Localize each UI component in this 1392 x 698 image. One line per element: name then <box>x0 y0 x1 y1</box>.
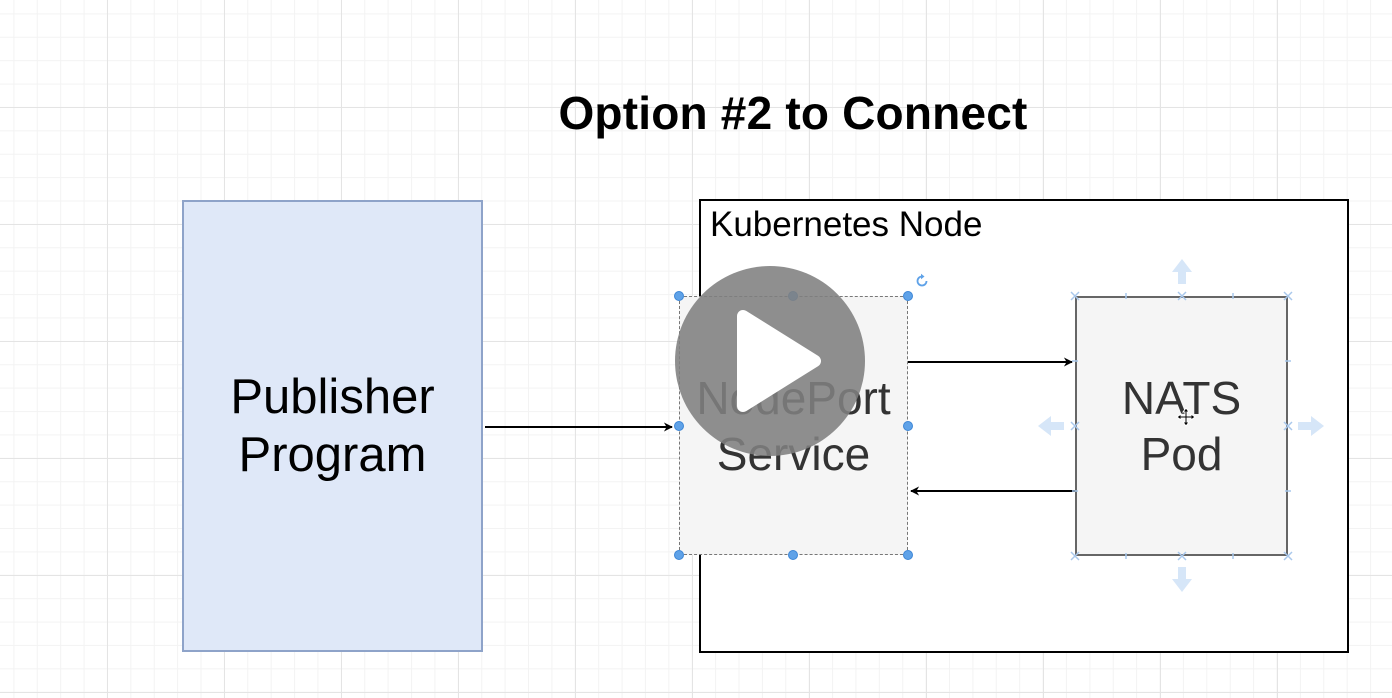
selection-handle-middle-left[interactable] <box>674 421 684 431</box>
play-icon <box>737 310 821 412</box>
selection-handle-middle-right[interactable] <box>903 421 913 431</box>
move-cursor-icon <box>1176 407 1196 427</box>
publisher-program-label: Publisher Program <box>230 370 435 482</box>
rotate-icon[interactable] <box>914 273 930 289</box>
selection-handle-bottom-center[interactable] <box>788 550 798 560</box>
diagram-title: Option #2 to Connect <box>558 87 1028 139</box>
selection-handle-bottom-right[interactable] <box>903 550 913 560</box>
selection-handle-top-right[interactable] <box>903 291 913 301</box>
nats-pod-box[interactable]: NATS Pod <box>1075 296 1288 556</box>
selection-handle-top-left[interactable] <box>674 291 684 301</box>
play-button[interactable] <box>675 266 865 456</box>
nats-pod-label: NATS Pod <box>1121 372 1242 480</box>
publisher-program-box[interactable]: Publisher Program <box>182 200 483 652</box>
kubernetes-node-label: Kubernetes Node <box>710 205 983 244</box>
selection-handle-bottom-left[interactable] <box>674 550 684 560</box>
